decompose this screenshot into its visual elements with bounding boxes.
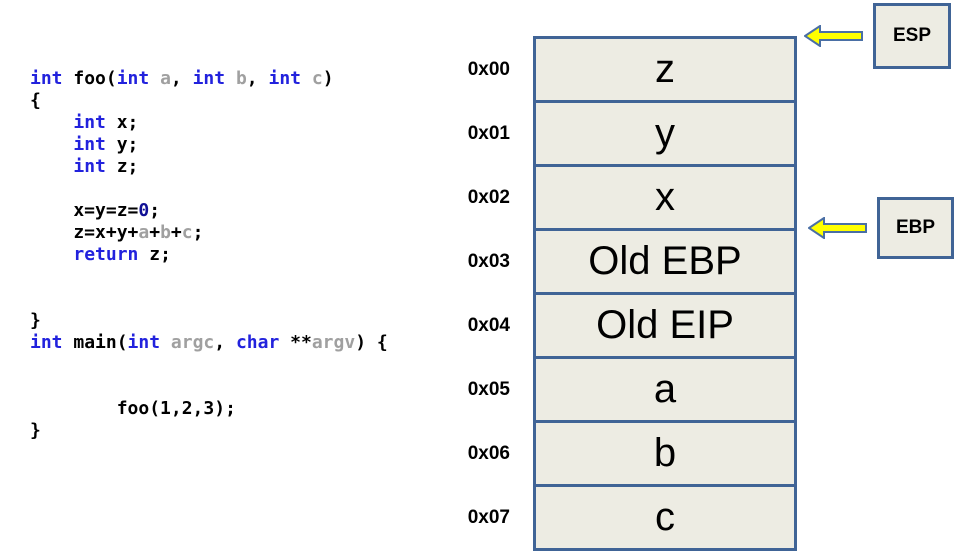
stack-address-label: 0x03 xyxy=(467,250,510,272)
stack-address-label: 0x07 xyxy=(467,506,510,528)
stack-cell-old-eip: Old EIP xyxy=(533,292,797,359)
stack-cell-y: y xyxy=(533,100,797,167)
ebp-register-label: EBP xyxy=(895,217,936,238)
stack-cell-c: c xyxy=(533,484,797,551)
code-line: z=x+y+a+b+c; xyxy=(30,222,204,243)
stack-address-label: 0x00 xyxy=(467,58,510,80)
code-line xyxy=(30,376,388,398)
stack-cell-b: b xyxy=(533,420,797,487)
code-line: x=y=z=0; xyxy=(30,200,161,221)
code-line: { xyxy=(30,90,41,111)
code-line: foo(1,2,3); xyxy=(30,398,236,419)
esp-register-label: ESP xyxy=(892,25,932,46)
code-line: int foo(int a, int b, int c) xyxy=(30,68,334,89)
code-line: int main(int argc, char **argv) { xyxy=(30,332,388,353)
code-line: int z; xyxy=(73,156,139,177)
code-line: } xyxy=(30,310,41,331)
stack-address-label: 0x04 xyxy=(467,314,510,336)
code-block: int foo(int a, int b, int c){ int x; int… xyxy=(30,68,388,442)
stack-address-label: 0x05 xyxy=(467,378,510,400)
code-line: int y; xyxy=(73,134,139,155)
stack-address-label: 0x01 xyxy=(467,122,510,144)
code-line xyxy=(30,288,388,310)
code-line xyxy=(30,178,388,200)
stack-address-label: 0x06 xyxy=(467,442,510,464)
ebp-arrow-icon xyxy=(808,217,867,239)
code-line: return z; xyxy=(73,244,171,265)
stack-cell-x: x xyxy=(533,164,797,231)
stack-cell-old-ebp: Old EBP xyxy=(533,228,797,295)
code-line xyxy=(30,354,388,376)
stack-address-label: 0x02 xyxy=(467,186,510,208)
stack-cell-a: a xyxy=(533,356,797,423)
ebp-register-box: EBP xyxy=(877,197,954,259)
esp-register-box: ESP xyxy=(873,3,951,69)
code-line xyxy=(30,266,388,288)
code-line: } xyxy=(30,420,41,441)
stack-cell-z: z xyxy=(533,36,797,103)
code-line: int x; xyxy=(73,112,139,133)
esp-arrow-icon xyxy=(804,25,863,47)
